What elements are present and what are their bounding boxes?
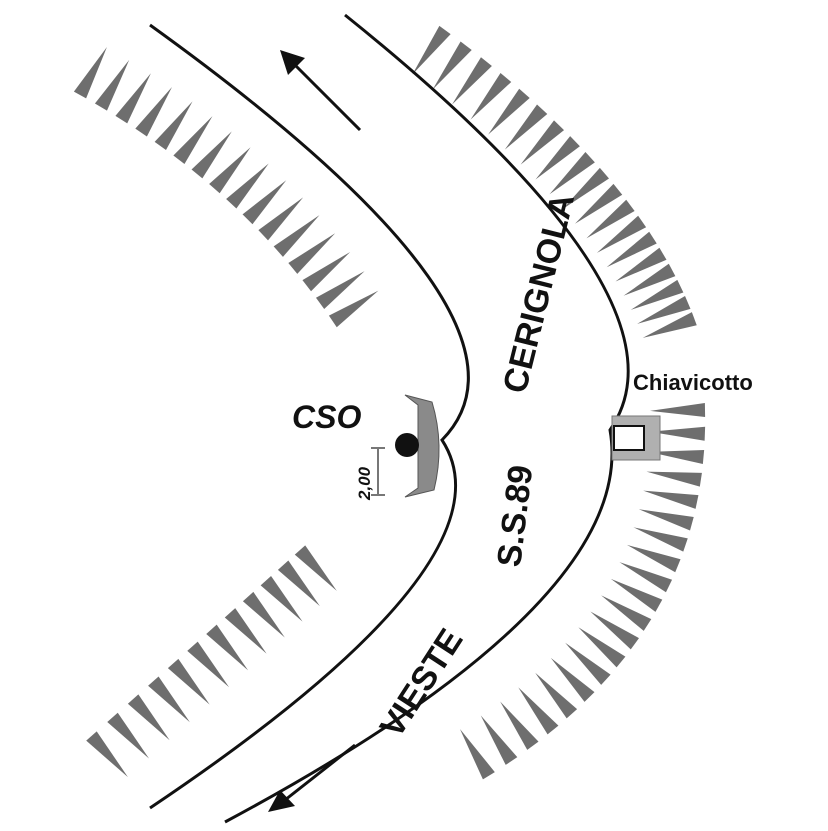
hatch-mark <box>619 562 673 593</box>
hatch-mark <box>610 578 663 612</box>
culvert-chiavicotto: Chiavicotto <box>611 370 753 461</box>
hatch-mark <box>86 731 128 778</box>
hatch-mark <box>242 591 285 638</box>
hatch-mark <box>459 728 495 780</box>
hatch-mark <box>115 73 151 124</box>
hatch-mark <box>646 471 702 487</box>
hatch-mark <box>94 59 130 111</box>
hatch-mark <box>504 104 548 150</box>
embankment-upper-left <box>73 47 379 328</box>
hatch-mark <box>650 403 706 417</box>
hatch-mark <box>148 676 190 723</box>
hatch-mark <box>574 183 623 224</box>
road-edge-outer <box>224 13 630 824</box>
label-road-name: S.S.89 <box>490 463 540 569</box>
hatch-mark <box>226 163 269 209</box>
hatch-mark <box>590 611 639 650</box>
hatch-mark <box>615 247 667 282</box>
hatch-mark <box>432 41 472 90</box>
hatch-mark <box>488 88 530 135</box>
hatch-mark <box>535 136 580 180</box>
hatch-mark <box>518 687 559 735</box>
hatch-mark <box>596 215 647 253</box>
hatch-mark <box>586 199 635 239</box>
label-cso: CSO <box>292 399 361 435</box>
hatch-mark <box>649 426 706 441</box>
hatch-mark <box>562 167 609 210</box>
hatch-mark <box>623 263 676 296</box>
hatch-mark <box>107 712 149 759</box>
label-vieste: VIESTE <box>373 622 471 744</box>
hatch-mark <box>167 658 210 705</box>
embankment-lower-left <box>86 545 337 778</box>
embankment-lower-right <box>459 403 706 780</box>
embankment-hatching <box>73 25 706 780</box>
hatch-mark <box>549 152 595 195</box>
hatch-mark <box>260 576 303 622</box>
hatch-mark <box>288 233 336 274</box>
hatch-mark <box>637 295 691 324</box>
label-chiavicotto: Chiavicotto <box>633 370 753 395</box>
embankment-upper-right <box>412 25 697 338</box>
hatch-mark <box>578 627 626 668</box>
hatch-mark <box>606 231 657 268</box>
hatch-mark <box>209 147 251 194</box>
hatch-mark <box>642 312 697 338</box>
station-cso: 2,00 CSO <box>292 394 440 501</box>
hatch-mark <box>633 527 688 552</box>
hatch-mark <box>550 657 595 702</box>
hatch-mark <box>273 215 320 257</box>
hatch-mark <box>135 87 173 137</box>
hatch-mark <box>643 490 699 509</box>
hatch-mark <box>187 641 230 688</box>
hatch-mark <box>520 120 565 165</box>
hatch-mark <box>206 624 249 671</box>
hatch-mark <box>258 197 304 241</box>
hatch-mark <box>154 101 193 151</box>
hatch-mark <box>191 131 232 179</box>
road-edge-inner <box>149 23 470 810</box>
hatch-mark <box>648 450 705 464</box>
hatch-mark <box>601 595 652 631</box>
hatch-mark <box>173 116 213 165</box>
hatch-mark <box>535 672 578 719</box>
hatch-mark <box>565 642 611 685</box>
hatch-mark <box>224 608 267 654</box>
arrow-north <box>280 50 362 132</box>
hatch-mark <box>127 694 170 741</box>
station-point <box>395 433 419 457</box>
hatch-mark <box>277 560 320 607</box>
dimension-label: 2,00 <box>355 466 374 501</box>
arrow-south <box>268 743 356 812</box>
hatch-mark <box>328 290 379 328</box>
hatch-mark <box>315 271 365 310</box>
hatch-mark <box>302 251 351 292</box>
hatch-mark <box>470 72 512 120</box>
hatch-mark <box>500 701 539 750</box>
label-cerignola: CERIGNOLA <box>496 190 582 397</box>
hatch-mark <box>452 57 492 105</box>
hatch-mark <box>294 545 337 591</box>
hatch-mark <box>412 25 451 75</box>
hatch-mark <box>480 715 518 765</box>
hatch-mark <box>73 47 107 99</box>
hatch-mark <box>242 180 287 225</box>
hatch-mark <box>638 509 694 531</box>
hatch-mark <box>630 279 684 310</box>
hatch-mark <box>626 544 681 573</box>
station-shelter <box>404 394 440 498</box>
